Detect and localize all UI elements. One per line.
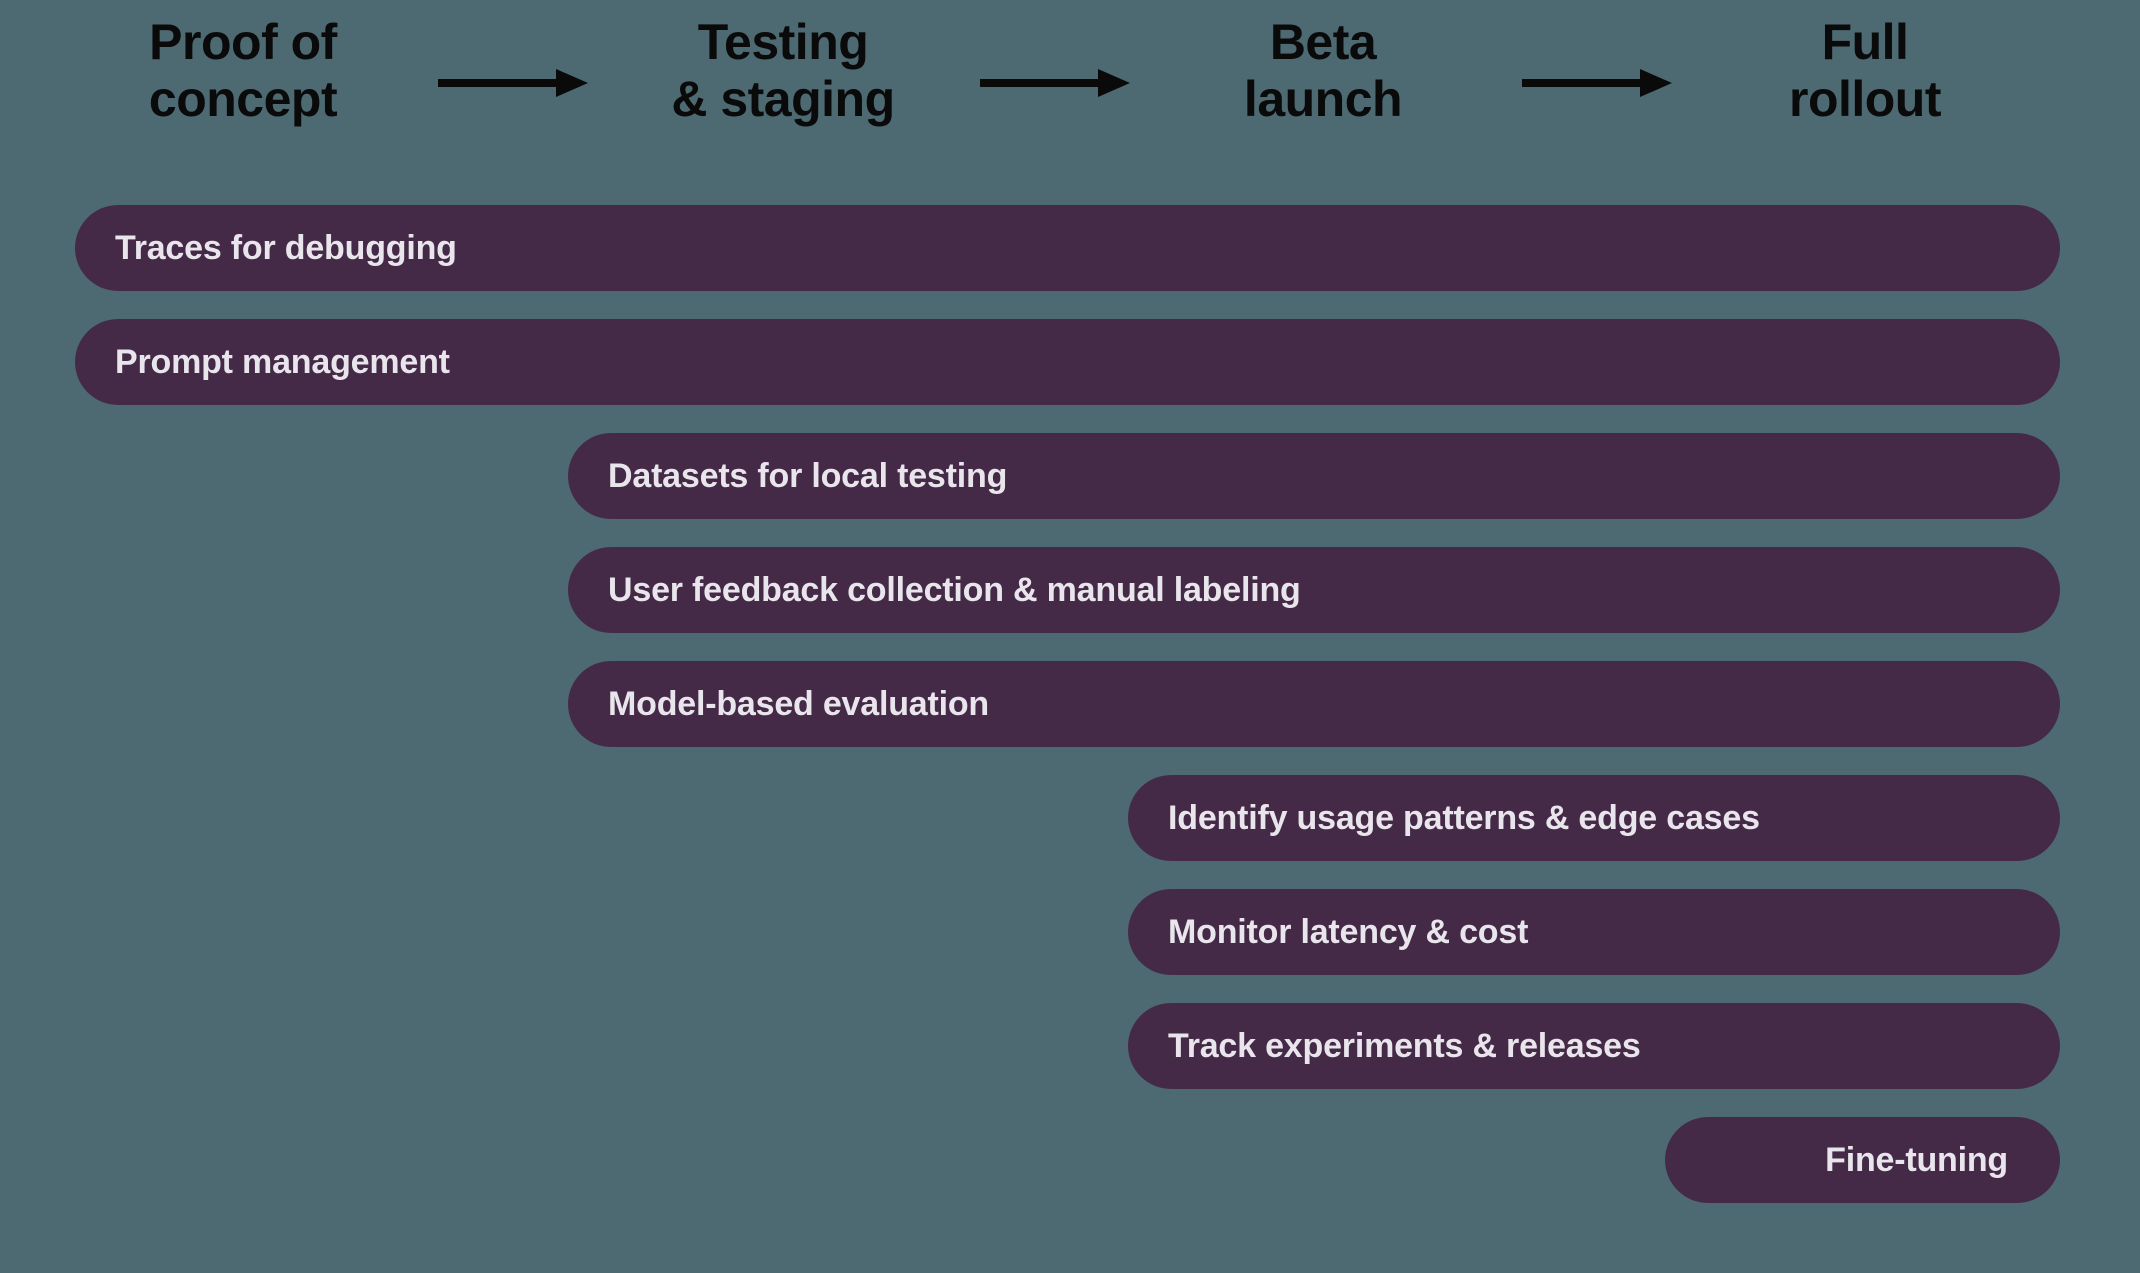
stage-label-full-rollout: Full rollout [1788,14,1942,127]
capability-bar-traces-for-debugging[interactable]: Traces for debugging [75,205,2060,291]
capability-label: Datasets for local testing [608,456,1008,495]
stage-label-proof-of-concept: Proof of concept [148,14,338,127]
capability-bar-prompt-management[interactable]: Prompt management [75,319,2060,405]
capability-label: Identify usage patterns & edge cases [1168,798,1760,837]
capability-bar-datasets-local-testing[interactable]: Datasets for local testing [568,433,2060,519]
capability-bar-usage-patterns-edge-cases[interactable]: Identify usage patterns & edge cases [1128,775,2060,861]
capability-bar-user-feedback-labeling[interactable]: User feedback collection & manual labeli… [568,547,2060,633]
capability-bar-monitor-latency-cost[interactable]: Monitor latency & cost [1128,889,2060,975]
arrow-right-icon [438,63,588,103]
capability-bar-model-based-evaluation[interactable]: Model-based evaluation [568,661,2060,747]
capability-label: Fine-tuning [1825,1140,2008,1179]
capability-label: Prompt management [115,342,450,381]
stage-header-row: Proof of concept Testing & staging Beta … [0,0,2140,160]
stage-label-beta-launch: Beta launch [1243,14,1403,127]
arrow-right-icon [980,63,1130,103]
capability-bar-fine-tuning[interactable]: Fine-tuning [1665,1117,2060,1203]
capability-label: Traces for debugging [115,228,457,267]
capability-label: Model-based evaluation [608,684,990,723]
capability-bar-track-experiments-releases[interactable]: Track experiments & releases [1128,1003,2060,1089]
capability-label: User feedback collection & manual labeli… [608,570,1301,609]
capability-label: Monitor latency & cost [1168,912,1529,951]
capability-label: Track experiments & releases [1168,1026,1641,1065]
arrow-right-icon [1522,63,1672,103]
stage-label-testing-and-staging: Testing & staging [671,14,895,127]
